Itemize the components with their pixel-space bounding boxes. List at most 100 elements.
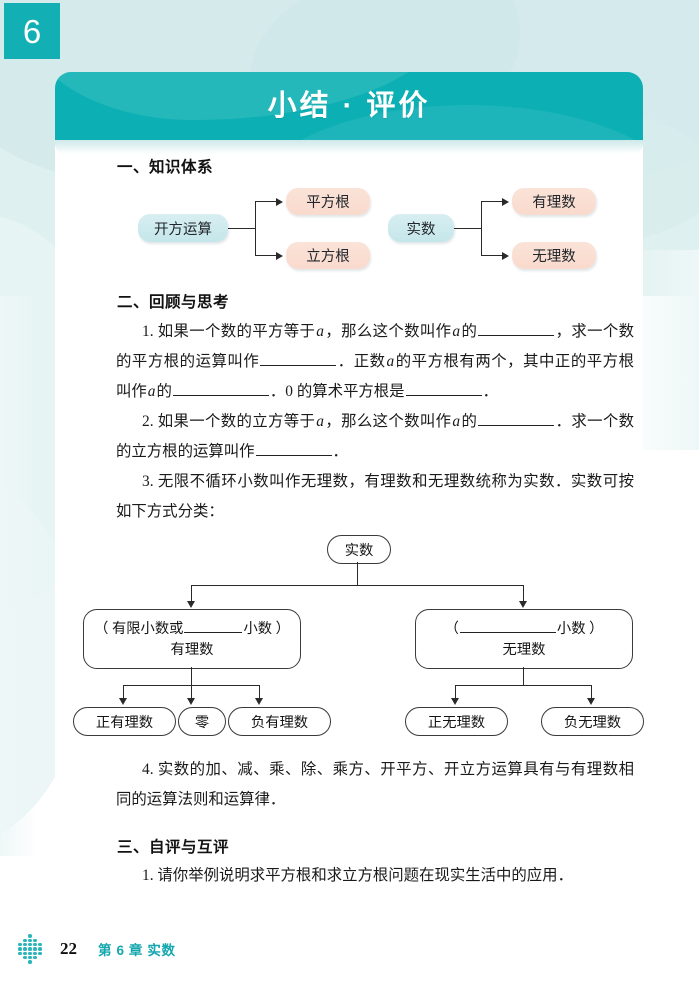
- q2-blank-2[interactable]: [255, 441, 332, 456]
- tree-right-leaf-bar: [455, 685, 591, 687]
- q1-var-3: a: [386, 353, 395, 370]
- q2-text-1: 如果一个数的立方等于: [157, 413, 316, 430]
- section-heading-knowledge-system: 一、知识体系: [117, 159, 214, 176]
- footer-dot-pattern-icon: [8, 934, 54, 964]
- kn-connector-a-stem: [228, 228, 256, 230]
- footer-chapter-label: 第 6 章 实数: [98, 943, 176, 958]
- question-4: 4. 实数的加、减、乘、除、乘方、开平方、开立方运算具有与有理数相同的运算法则和…: [58, 755, 643, 815]
- tree-right-leaf-stem: [523, 667, 525, 685]
- tree-drop-right: [523, 585, 525, 602]
- knowledge-node-a-child-2: 立方根: [286, 242, 370, 269]
- tree-arrow-left-icon: [186, 601, 195, 608]
- kn-arrow-a-bottom-icon: [276, 251, 283, 260]
- tree-root-node: 实数: [327, 535, 391, 564]
- q3-text: 无限不循环小数叫作无理数，有理数和无理数统称为实数．实数可按如下方式分类：: [116, 473, 634, 520]
- tree-branch-right-label: 无理数: [502, 641, 546, 658]
- chapter-number-text: 6: [22, 12, 42, 50]
- q1-blank-4[interactable]: [405, 381, 482, 396]
- self-eval-question-1: 1. 请你举例说明求平方根和求立方根问题在现实生活中的应用．: [58, 861, 643, 891]
- q2-var-1: a: [316, 413, 324, 430]
- tree-left-leaf-drop-3: [259, 685, 261, 699]
- kn-connector-a-bottom: [255, 255, 277, 257]
- tree-branch-left-label: 有理数: [170, 641, 214, 658]
- kn-arrow-b-bottom-icon: [502, 251, 509, 260]
- knowledge-node-a-child-1: 平方根: [286, 188, 370, 215]
- tree-right-blank[interactable]: [459, 618, 556, 633]
- tree-root-stem: [357, 562, 359, 585]
- kn-connector-b-bottom: [481, 255, 503, 257]
- q1-blank-3[interactable]: [172, 381, 269, 396]
- kn-arrow-b-top-icon: [502, 197, 509, 206]
- real-number-classification-tree: 实数 （ 有限小数或小数 ） 有理数 （小数 ） 无理数 正有理数 零 负有理数: [55, 533, 644, 751]
- tree-drop-left: [191, 585, 193, 602]
- background-left-strip: [0, 296, 38, 856]
- tree-leaf-right-2: 负无理数: [541, 707, 644, 736]
- knowledge-node-b-child-2: 无理数: [512, 242, 596, 269]
- q1-text-2: ，那么这个数叫作: [325, 323, 452, 340]
- q1-text-3: 的: [461, 323, 478, 340]
- knowledge-node-b-child-1: 有理数: [512, 188, 596, 215]
- se-q1-number: 1.: [142, 867, 154, 884]
- q1-text-6: 的平方根有两个，其中正的平方根叫作: [116, 353, 634, 400]
- tree-left-leaf-arrow-2-icon: [186, 698, 195, 705]
- tree-branch-right-box: （小数 ） 无理数: [415, 609, 633, 669]
- q1-text-5: ．正数: [337, 353, 386, 370]
- tree-leaf-left-2: 零: [178, 707, 226, 736]
- q1-var-2: a: [452, 323, 461, 340]
- q2-text-3: 的: [461, 413, 478, 430]
- kn-connector-a-top: [255, 201, 277, 203]
- tree-right-leaf-drop-1: [455, 685, 457, 699]
- tree-left-leaf-stem: [191, 667, 193, 685]
- q1-var-1: a: [316, 323, 324, 340]
- tree-branch-left-caption: （ 有限小数或小数 ）: [94, 618, 290, 639]
- q1-text-4: ，求一个数的平方根的运算叫作: [116, 323, 634, 370]
- page-number: 22: [60, 939, 77, 958]
- tree-leaf-right-1: 正无理数: [405, 707, 508, 736]
- question-3: 3. 无限不循环小数叫作无理数，有理数和无理数统称为实数．实数可按如下方式分类：: [58, 467, 643, 527]
- tree-leaf-left-3: 负有理数: [228, 707, 331, 736]
- q3-number: 3.: [142, 473, 154, 490]
- q1-blank-1[interactable]: [478, 321, 555, 336]
- q1-text-9: ．: [482, 383, 498, 400]
- q2-var-2: a: [452, 413, 461, 430]
- q4-text: 实数的加、减、乘、除、乘方、开平方、开立方运算具有与有理数相同的运算法则和运算律…: [116, 761, 634, 808]
- page-title: 小结 · 评价: [267, 90, 431, 122]
- tree-arrow-right-icon: [518, 601, 527, 608]
- tree-branch-left-box: （ 有限小数或小数 ） 有理数: [83, 609, 301, 669]
- q2-text-4: ．求一个数的立方根的运算叫作: [116, 413, 634, 460]
- kn-connector-b-top: [481, 201, 503, 203]
- se-q1-text: 请你举例说明求平方根和求立方根问题在现实生活中的应用．: [157, 867, 573, 884]
- page-body: 一、知识体系 开方运算 平方根 立方根 实数 有理数 无理数 二、回顾与思考 1…: [55, 155, 644, 891]
- tree-left-leaf-arrow-1-icon: [118, 698, 127, 705]
- q4-number: 4.: [142, 761, 154, 778]
- q2-blank-1[interactable]: [478, 411, 555, 426]
- q2-number: 2.: [142, 413, 154, 430]
- tree-leaf-left-1: 正有理数: [73, 707, 176, 736]
- kn-connector-b-stem: [454, 228, 482, 230]
- tree-right-leaf-arrow-1-icon: [450, 698, 459, 705]
- kn-connector-b-spine: [481, 201, 483, 256]
- tree-left-leaf-drop-2: [191, 685, 193, 699]
- knowledge-node-root-b: 实数: [388, 214, 454, 242]
- section-heading-review: 二、回顾与思考: [117, 294, 230, 311]
- question-2: 2. 如果一个数的立方等于a，那么这个数叫作a的．求一个数的立方根的运算叫作．: [58, 407, 643, 467]
- q2-text-2: ，那么这个数叫作: [325, 413, 452, 430]
- tree-left-blank[interactable]: [184, 618, 243, 633]
- q1-text-1: 如果一个数的平方等于: [157, 323, 316, 340]
- q1-var-4: a: [147, 383, 156, 400]
- kn-connector-a-spine: [255, 201, 257, 256]
- q1-blank-2[interactable]: [260, 351, 337, 366]
- q1-text-7: 的: [156, 383, 172, 400]
- tree-split-bar: [191, 585, 524, 587]
- tree-right-leaf-arrow-2-icon: [586, 698, 595, 705]
- page-footer: 22 第 6 章 实数: [0, 932, 699, 966]
- tree-left-leaf-drop-1: [123, 685, 125, 699]
- q2-text-5: ．: [332, 443, 348, 460]
- tree-branch-right-caption: （小数 ）: [445, 618, 604, 639]
- section-heading-self-eval: 三、自评与互评: [117, 839, 230, 856]
- chapter-number-badge: 6: [4, 3, 60, 59]
- q1-text-8: ．0 的算术平方根是: [269, 383, 405, 400]
- kn-arrow-a-top-icon: [276, 197, 283, 206]
- page-title-banner: 小结 · 评价: [55, 72, 643, 140]
- tree-left-leaf-arrow-3-icon: [254, 698, 263, 705]
